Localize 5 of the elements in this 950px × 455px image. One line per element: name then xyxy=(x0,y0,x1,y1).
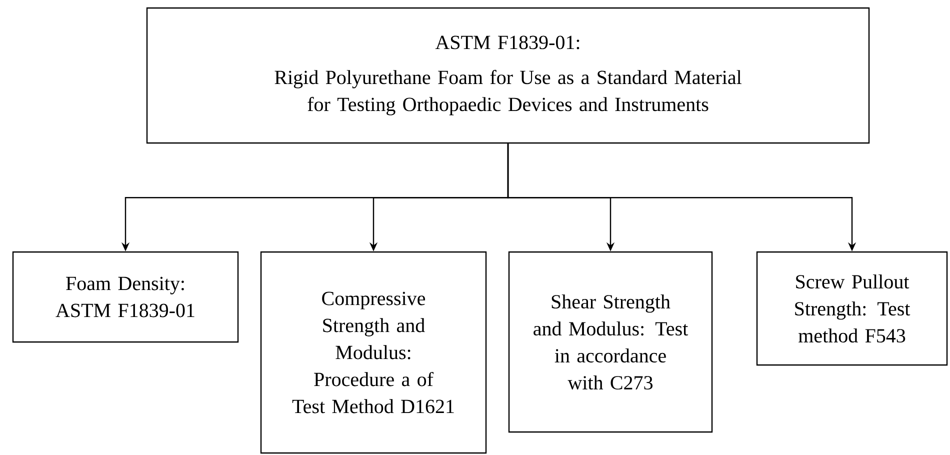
test-box: Compressive Strength and Modulus: Procedure a of Test Method D1621 xyxy=(260,251,487,454)
test-box: Foam Density: ASTM F1839-01 xyxy=(12,251,239,343)
test-box: Screw Pullout Strength: Test method F543 xyxy=(756,251,948,366)
test-box: Shear Strength and Modulus: Test in accordance with C273 xyxy=(508,251,713,433)
title-box: ASTM F1839-01: Rigid Polyurethane Foam for Use as a Standard Material for Testing Orthopaedic Devices and Instruments xyxy=(146,7,870,144)
